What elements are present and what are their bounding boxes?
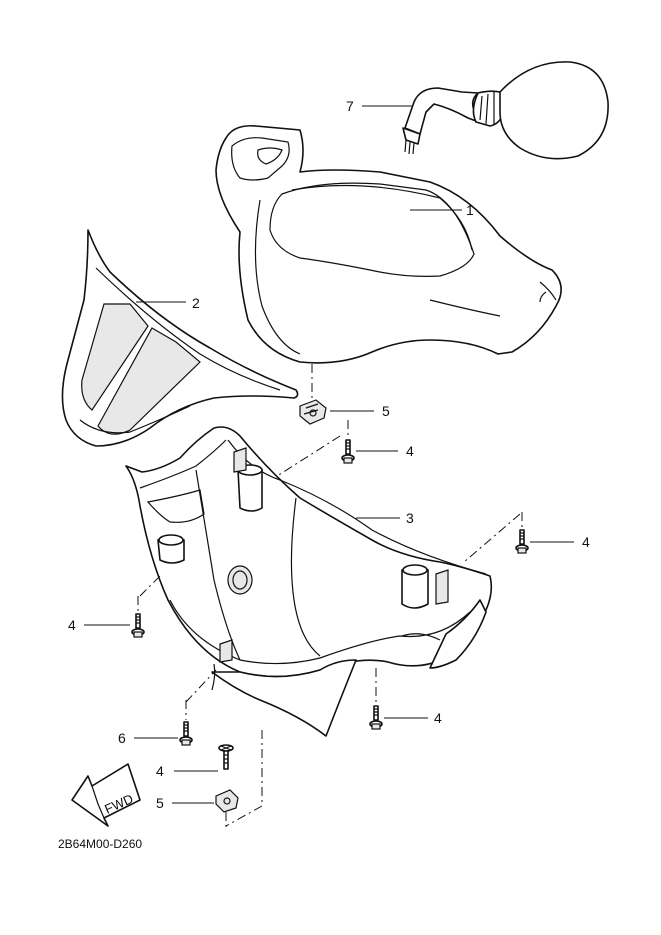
callout-screw-upper: 4 bbox=[406, 443, 414, 459]
callout-screw-lower-right: 4 bbox=[434, 710, 442, 726]
screw-icon bbox=[131, 613, 145, 638]
front-panel bbox=[61, 229, 299, 447]
clip-nut-icon bbox=[215, 789, 239, 813]
callout-screw-lower: 4 bbox=[156, 763, 164, 779]
callout-lower-handlebar-cover: 3 bbox=[406, 510, 414, 526]
callout-mirror: 7 bbox=[346, 98, 354, 114]
lower-handlebar-cover bbox=[125, 426, 493, 737]
callout-upper-handlebar-cover: 1 bbox=[466, 202, 474, 218]
callout-clip-nut-lower: 5 bbox=[156, 795, 164, 811]
screw-icon bbox=[218, 744, 234, 770]
screw-icon bbox=[369, 705, 383, 730]
upper-handlebar-cover bbox=[215, 124, 562, 364]
screw-icon bbox=[515, 529, 529, 554]
callout-bolt: 6 bbox=[118, 730, 126, 746]
screw-icon bbox=[341, 439, 355, 464]
clip-nut-icon bbox=[299, 399, 327, 425]
mirror-icon bbox=[402, 61, 609, 160]
callout-screw-right: 4 bbox=[582, 534, 590, 550]
diagram-code: 2B64M00-D260 bbox=[58, 837, 142, 851]
callout-screw-left: 4 bbox=[68, 617, 76, 633]
fwd-arrow-icon: FWD bbox=[71, 763, 141, 827]
callout-clip-nut-upper: 5 bbox=[382, 403, 390, 419]
screw-icon bbox=[179, 721, 193, 746]
callout-front-panel: 2 bbox=[192, 295, 200, 311]
